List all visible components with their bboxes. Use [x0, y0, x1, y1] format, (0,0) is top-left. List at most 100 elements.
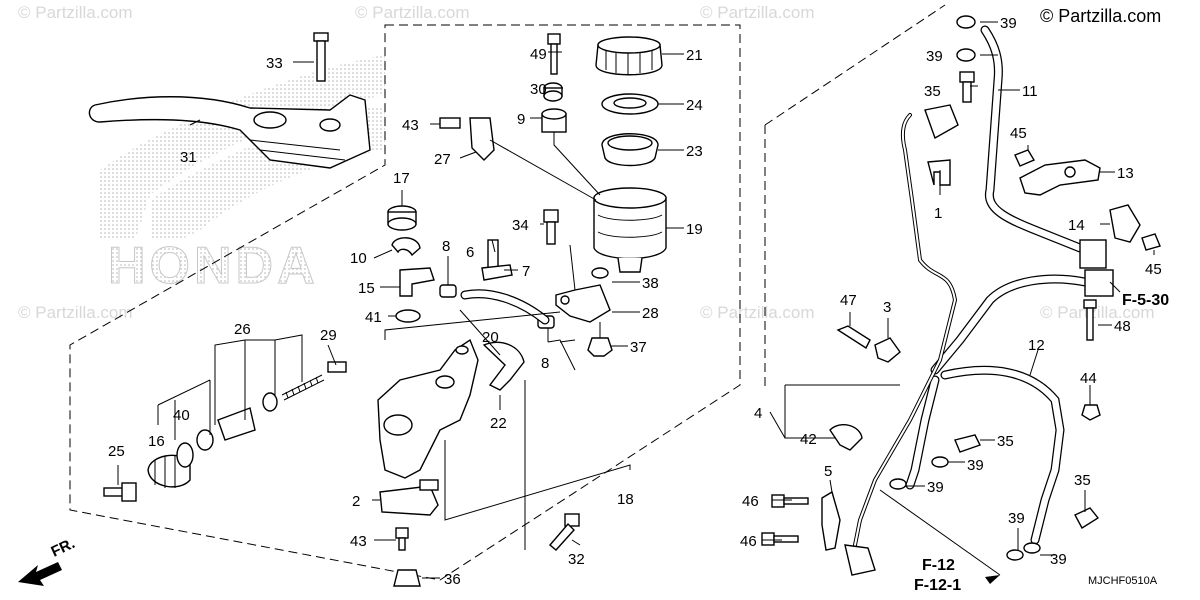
callout-16: 16	[148, 433, 165, 450]
callout-48: 48	[1114, 318, 1131, 335]
washer-38	[591, 267, 609, 279]
callout-39f: 39	[1050, 551, 1067, 568]
pivot-bolt	[313, 32, 329, 82]
callout-36: 36	[444, 571, 461, 588]
clamp-3	[874, 337, 901, 363]
callout-17: 17	[393, 170, 410, 187]
ref-arrow-icon	[985, 575, 1000, 584]
callout-35b: 35	[997, 433, 1014, 450]
stay-28	[555, 284, 611, 323]
callout-39d: 39	[927, 479, 944, 496]
stay-14	[1109, 204, 1141, 243]
callout-38: 38	[642, 275, 659, 292]
bolt-35b	[954, 434, 981, 453]
callout-22: 22	[490, 415, 507, 432]
callout-3: 3	[883, 299, 891, 316]
callout-47: 47	[840, 292, 857, 309]
piston-kit	[147, 361, 347, 488]
watermark-5: © Partzilla.com	[700, 303, 815, 322]
callout-39b: 39	[926, 48, 943, 65]
sensor-bracket-5	[821, 490, 876, 576]
callout-31: 31	[180, 149, 197, 166]
boot-22	[482, 341, 525, 391]
leader-20	[384, 309, 561, 356]
nut-37	[587, 337, 613, 357]
leader-stay	[569, 244, 601, 338]
callout-23: 23	[686, 143, 703, 160]
watermark-6: © Partzilla.com	[1040, 303, 1155, 322]
watermark-2: © Partzilla.com	[355, 3, 470, 22]
callout-45a: 45	[1010, 125, 1027, 142]
reservoir-tank	[593, 187, 667, 273]
leader-27-19	[489, 139, 597, 201]
callout-9: 9	[517, 111, 525, 128]
callout-33: 33	[266, 55, 283, 72]
watermarks: © Partzilla.com © Partzilla.com © Partzi…	[18, 3, 1155, 322]
callout-14: 14	[1068, 217, 1085, 234]
logo-text: HONDA	[108, 237, 319, 295]
bolt-48	[1083, 299, 1097, 341]
bolt-35c	[1074, 507, 1100, 529]
bolt-32	[549, 513, 580, 551]
clamp-27	[439, 117, 495, 161]
bolt-34	[543, 209, 559, 245]
callout-40: 40	[173, 407, 190, 424]
watermark-4: © Partzilla.com	[18, 303, 133, 322]
brake-switch-2	[379, 479, 439, 516]
sensor-connector	[924, 104, 959, 140]
master-cylinder-body	[377, 338, 479, 479]
bolt-44	[1081, 404, 1101, 421]
bolt-47	[836, 325, 871, 350]
hose-fitting-f530	[1079, 239, 1114, 297]
callout-29: 29	[320, 327, 337, 344]
callout-30: 30	[530, 81, 547, 98]
callout-6: 6	[466, 244, 474, 261]
bolt-46b	[761, 532, 799, 546]
watermark-1: © Partzilla.com	[18, 3, 133, 22]
reservoir-bolt-49	[547, 33, 561, 75]
callout-7: 7	[522, 263, 530, 280]
honda-logo: HONDA	[100, 55, 385, 296]
callout-27: 27	[434, 151, 451, 168]
callout-41: 41	[365, 309, 382, 326]
callout-32: 32	[568, 551, 585, 568]
o-ring-41	[395, 309, 421, 323]
washer-39e	[1006, 549, 1024, 561]
assembly-outline-right-top	[764, 4, 946, 126]
washer-39c	[931, 456, 949, 468]
callout-8b: 8	[541, 355, 549, 372]
bolt-46a	[771, 494, 809, 508]
callout-34: 34	[512, 217, 529, 234]
callout-44: 44	[1080, 370, 1097, 387]
bolt-35a	[959, 71, 975, 103]
watermark-3: © Partzilla.com	[700, 3, 815, 22]
callout-37: 37	[630, 339, 647, 356]
washer-39d	[889, 478, 907, 490]
washer-39b	[956, 48, 976, 62]
copyright-text: © Partzilla.com	[1040, 6, 1161, 26]
callout-19: 19	[686, 221, 703, 238]
callout-39c: 39	[967, 457, 984, 474]
hose-joint-6	[481, 239, 513, 281]
callout-13: 13	[1117, 165, 1134, 182]
ref-f-5-30: F-5-30	[1122, 292, 1169, 309]
callout-1: 1	[934, 205, 942, 222]
callout-20: 20	[482, 329, 499, 346]
hose-joint-15	[399, 267, 435, 297]
callout-39a: 39	[1000, 15, 1017, 32]
washer-39a	[956, 15, 976, 29]
clip-1	[927, 159, 951, 186]
callout-5: 5	[824, 463, 832, 480]
reservoir-diaphragm-plate	[601, 93, 659, 115]
front-arrow-icon: FR.	[18, 535, 78, 586]
callout-43b: 43	[350, 533, 367, 550]
hose-clip-8a	[439, 284, 457, 298]
callout-28: 28	[642, 305, 659, 322]
callout-10: 10	[350, 250, 367, 267]
callout-11: 11	[1022, 83, 1038, 100]
brake-lever	[88, 94, 371, 169]
callout-15: 15	[358, 280, 375, 297]
brake-hose-lower	[930, 274, 1090, 375]
